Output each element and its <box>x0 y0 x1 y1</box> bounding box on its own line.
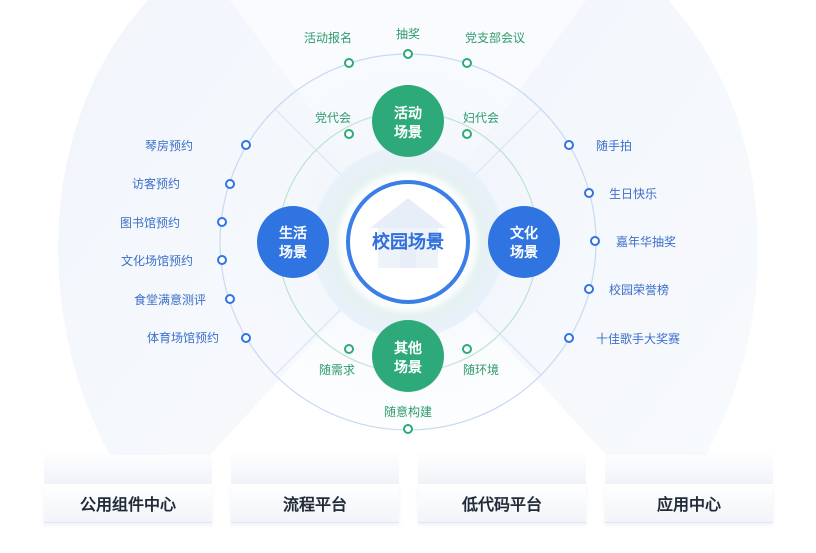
activity-item[interactable]: 党支部会议 <box>462 30 525 68</box>
node-dot <box>564 140 574 150</box>
culture-item-label: 嘉年华抽奖 <box>616 235 676 249</box>
life-item[interactable]: 食堂满意测评 <box>134 292 235 307</box>
hub-life-line2: 场景 <box>279 245 307 261</box>
activity-item[interactable]: 妇代会 <box>462 111 499 139</box>
life-item[interactable]: 文化场馆预约 <box>121 253 227 268</box>
hub-culture-line1: 文化 <box>510 225 538 242</box>
hub-culture[interactable]: 文化 场景 <box>488 206 560 278</box>
activity-item-label: 妇代会 <box>463 111 499 125</box>
culture-item[interactable]: 生日快乐 <box>584 187 657 201</box>
activity-item[interactable]: 活动报名 <box>304 30 354 68</box>
life-item[interactable]: 琴房预约 <box>145 138 251 153</box>
hub-activity-line2: 场景 <box>394 125 422 141</box>
node-dot <box>584 284 594 294</box>
life-item-label: 访客预约 <box>132 176 180 191</box>
life-item-label: 图书馆预约 <box>120 215 180 230</box>
node-dot <box>462 344 472 354</box>
culture-item[interactable]: 十佳歌手大奖赛 <box>564 331 680 346</box>
hub-activity-line1: 活动 <box>394 105 422 122</box>
platform-top-shade <box>44 450 212 484</box>
node-dot <box>462 129 472 139</box>
platform-low-code[interactable]: 低代码平台 <box>418 484 586 523</box>
hub-life-line1: 生活 <box>279 225 307 242</box>
platform-top-shade <box>231 450 399 484</box>
life-item[interactable]: 访客预约 <box>132 176 235 191</box>
platform-app-center[interactable]: 应用中心 <box>605 484 773 523</box>
node-dot <box>584 188 594 198</box>
node-dot <box>217 255 227 265</box>
hub-culture-line2: 场景 <box>510 245 538 261</box>
culture-item[interactable]: 随手拍 <box>564 138 632 153</box>
platform-top-shade <box>418 450 586 484</box>
activity-item-label: 党代会 <box>315 110 351 125</box>
activity-item-label: 党支部会议 <box>465 30 525 45</box>
culture-item-label: 生日快乐 <box>609 187 657 201</box>
platform-workflow[interactable]: 流程平台 <box>231 484 399 523</box>
culture-item[interactable]: 校园荣誉榜 <box>584 282 669 297</box>
node-dot <box>225 294 235 304</box>
node-dot <box>344 58 354 68</box>
node-dot <box>217 217 227 227</box>
hub-other-line2: 场景 <box>394 360 422 376</box>
hub-activity[interactable]: 活动 场景 <box>372 85 444 157</box>
node-dot <box>344 129 354 139</box>
life-item-label: 琴房预约 <box>145 138 193 153</box>
node-dot <box>564 333 574 343</box>
center-circle <box>346 180 470 304</box>
culture-item-label: 随手拍 <box>596 138 632 153</box>
life-item-label: 食堂满意测评 <box>134 292 206 307</box>
school-building-icon <box>370 198 446 268</box>
other-item[interactable]: 随环境 <box>462 344 499 377</box>
life-item-label: 文化场馆预约 <box>121 253 193 268</box>
center-label: 校园场景 <box>372 231 444 253</box>
platform-common-components[interactable]: 公用组件中心 <box>44 484 212 523</box>
other-item[interactable]: 随需求 <box>319 344 355 377</box>
node-dot <box>241 140 251 150</box>
other-item-label: 随需求 <box>319 362 355 377</box>
node-dot <box>590 236 600 246</box>
activity-item-label: 抽奖 <box>396 27 420 41</box>
activity-item[interactable]: 党代会 <box>315 110 354 139</box>
platform-top-shade <box>605 450 773 484</box>
other-item-label: 随环境 <box>463 362 499 377</box>
activity-item[interactable]: 抽奖 <box>396 27 420 59</box>
hub-other-line1: 其他 <box>394 340 422 357</box>
culture-item-label: 十佳歌手大奖赛 <box>596 331 680 346</box>
node-dot <box>403 424 413 434</box>
life-item-label: 体育场馆预约 <box>147 330 219 345</box>
culture-item-label: 校园荣誉榜 <box>609 282 669 297</box>
node-dot <box>241 333 251 343</box>
node-dot <box>225 179 235 189</box>
life-item[interactable]: 体育场馆预约 <box>147 330 251 345</box>
hub-life[interactable]: 生活 场景 <box>257 206 329 278</box>
other-item-label: 随意构建 <box>384 404 432 419</box>
node-dot <box>344 344 354 354</box>
activity-item-label: 活动报名 <box>304 30 352 45</box>
life-item[interactable]: 图书馆预约 <box>120 215 227 230</box>
node-dot <box>462 58 472 68</box>
other-item[interactable]: 随意构建 <box>384 404 432 434</box>
node-dot <box>403 49 413 59</box>
culture-item[interactable]: 嘉年华抽奖 <box>590 235 676 249</box>
hub-other[interactable]: 其他 场景 <box>372 320 444 392</box>
